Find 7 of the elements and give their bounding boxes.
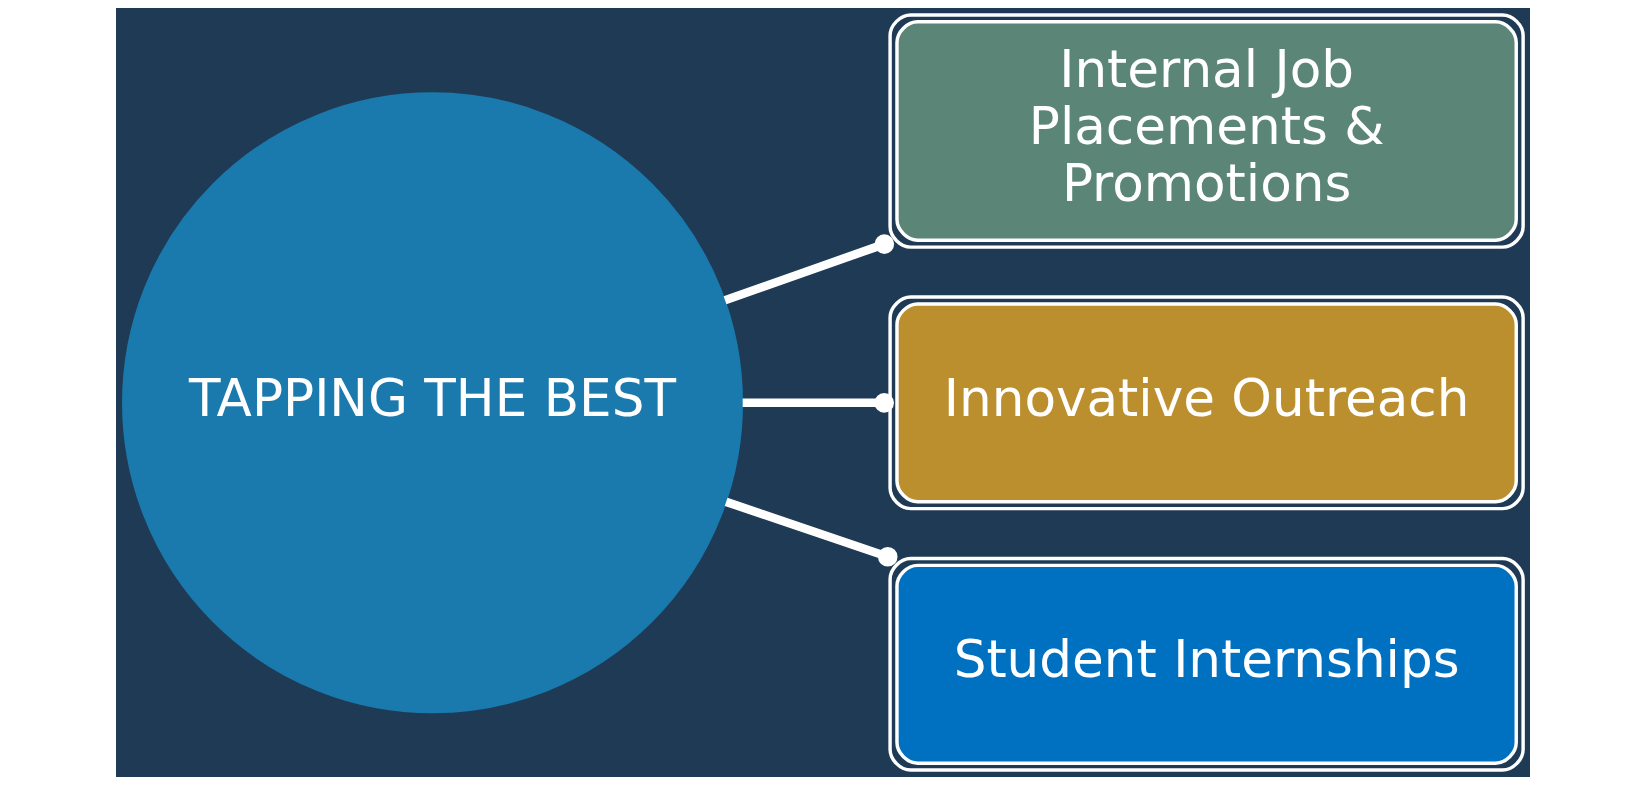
connector [724, 497, 898, 567]
connector [742, 393, 894, 413]
node-box: Internal Job Placements & Promotions [887, 13, 1525, 249]
connector [723, 234, 894, 305]
node-box: Student Internships [887, 556, 1525, 772]
node-box: Innovative Outreach [887, 295, 1525, 511]
node-circle: TAPPING THE BEST [121, 92, 743, 714]
